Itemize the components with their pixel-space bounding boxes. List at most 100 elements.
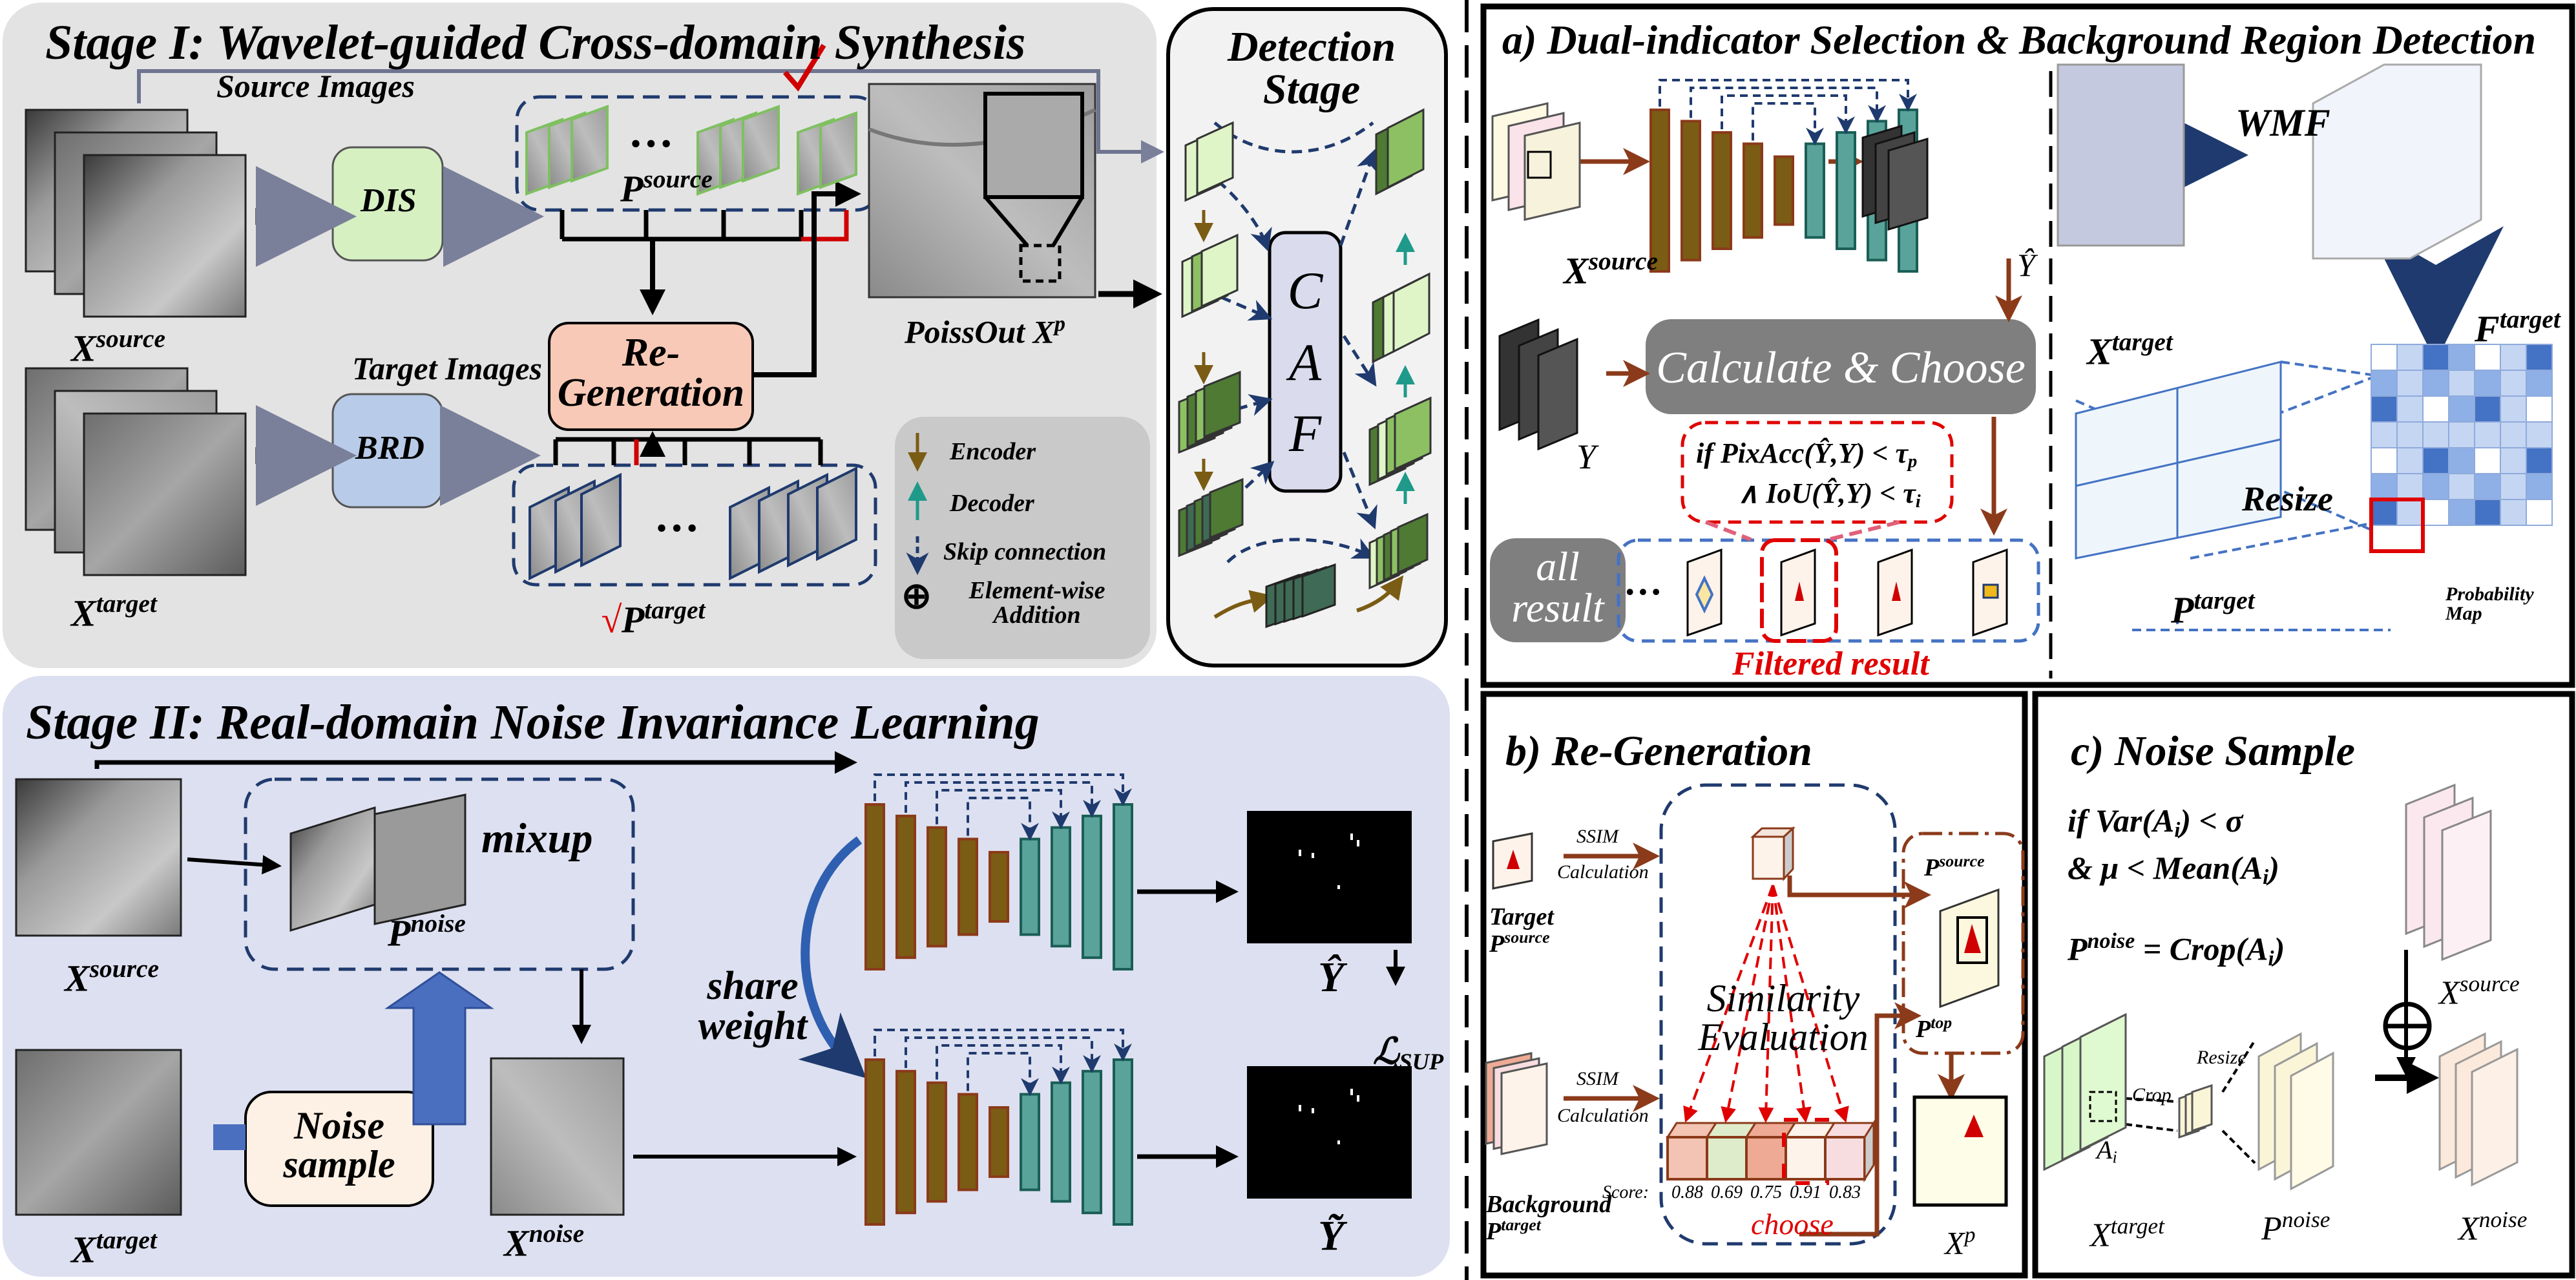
- similarity-ray: [1772, 885, 1812, 1123]
- probability-map-cell: [2474, 447, 2501, 474]
- b-background-stack: [1485, 1052, 1548, 1155]
- p-target-grid: [2075, 361, 2282, 560]
- unet-bottom: [864, 1029, 1133, 1226]
- score-value: 0.91: [1790, 1182, 1821, 1202]
- p-target-patch: [580, 472, 622, 568]
- ssim-label-1: SSIM: [1576, 826, 1618, 847]
- score-cell: [1706, 1136, 1748, 1180]
- probability-map-cell: [2371, 421, 2398, 448]
- decoder-feature-4: [1368, 512, 1429, 590]
- probability-map-cell: [2474, 395, 2501, 423]
- x-source-label: Xsource: [71, 324, 166, 370]
- b-p-top-box: [1956, 916, 1988, 964]
- b-target-mark: [1507, 850, 1520, 869]
- probability-map-cell: [2396, 344, 2424, 371]
- y-hat-label: Ŷ: [1318, 954, 1345, 1001]
- all-result-box: [1490, 538, 1626, 642]
- decoder-feature-3: [1368, 396, 1432, 487]
- probability-map-highlight: [2369, 498, 2425, 553]
- encoder-feature-3: [1178, 370, 1241, 454]
- y-tilde-label: Ỹ: [1318, 1212, 1345, 1259]
- probability-map-cell: [2474, 473, 2501, 500]
- probability-map: [2369, 344, 2553, 553]
- s2-target-image: [15, 1049, 182, 1216]
- bottleneck-feature: [1265, 563, 1336, 629]
- a-i-label: Ai: [2097, 1135, 2117, 1167]
- p-target-label: √Ptarget: [601, 596, 706, 641]
- legend-add-icon: ⊕: [901, 576, 932, 616]
- choose-label: choose: [1751, 1208, 1834, 1241]
- probability-map-cell: [2422, 395, 2449, 423]
- condition-line2: ∧ IoU(Ŷ,Y) < τi: [1738, 477, 1921, 512]
- probability-map-cell: [2448, 447, 2475, 474]
- probability-map-cell: [2500, 447, 2527, 474]
- xp-target-icon: [1964, 1115, 1984, 1137]
- probability-map-cell: [2371, 473, 2398, 500]
- probability-map-cell: [2396, 447, 2424, 474]
- formula-2: & μ < Mean(Ai): [2068, 850, 2279, 890]
- stage2-arrows: [94, 751, 1405, 1168]
- x-target-label: Xtarget: [71, 589, 157, 635]
- probability-map-cell: [2448, 499, 2475, 526]
- loss-label: ℒSUP: [1373, 1032, 1444, 1075]
- probability-map-cell: [2448, 370, 2475, 397]
- p-source-dashdot-box: [1901, 832, 2025, 1055]
- encoder-feature-2: [1181, 233, 1239, 319]
- wmf-label: WMF: [2236, 101, 2330, 144]
- decoder-feature-2: [1372, 272, 1430, 364]
- output-y-tilde: [1247, 1066, 1412, 1199]
- blue-up-arrow-icon: [384, 971, 494, 1126]
- probability-map-cell: [2526, 499, 2553, 526]
- output-targets: [1299, 834, 1359, 1144]
- calc-label-2: Calculation: [1557, 1105, 1649, 1126]
- encoder-feature-4: [1178, 477, 1244, 558]
- panel-c-arrows: [2125, 950, 2439, 1164]
- panel-a-title: a) Dual-indicator Selection & Background…: [1502, 17, 2537, 63]
- b-p-top-label: Ptop: [1916, 1013, 1953, 1044]
- dis-label: DIS: [361, 182, 417, 219]
- probability-map-cell: [2474, 421, 2501, 448]
- b-xp-label: Xp: [1945, 1223, 1976, 1261]
- score-cell: [1824, 1136, 1866, 1180]
- probability-map-cell: [2422, 447, 2449, 474]
- b-p-source-label: Psource: [1924, 852, 1985, 882]
- probability-map-cell: [2526, 421, 2553, 448]
- a-source-box: [1527, 151, 1552, 179]
- ssim-label-2: SSIM: [1576, 1068, 1618, 1089]
- detection-arrows: [1194, 121, 1415, 619]
- score-bar: [1666, 1118, 1876, 1185]
- output-y-hat: [1247, 811, 1412, 943]
- probability-map-cell: [2422, 421, 2449, 448]
- x-target-plane: [2057, 63, 2185, 247]
- p-source-patch: [571, 105, 609, 183]
- a-p-target-label: Ptarget: [2171, 586, 2255, 631]
- probability-map-cell: [2448, 473, 2475, 500]
- result-mark-filtered: [1795, 582, 1804, 601]
- p-source-box: [515, 95, 881, 212]
- small-cube: [1750, 826, 1796, 881]
- xp-box: [1912, 1095, 2008, 1207]
- probability-map-cell: [2371, 370, 2398, 397]
- c-x-source-label: Xsource: [2439, 970, 2520, 1012]
- unet-top: [864, 773, 1133, 970]
- source-image-stack: [25, 109, 247, 318]
- filtered-result-label: Filtered result: [1732, 645, 1929, 682]
- a-x-target-label: Xtarget: [2087, 328, 2173, 373]
- score-bar-side: [1863, 1119, 1875, 1183]
- panel-c-title: c) Noise Sample: [2071, 728, 2355, 775]
- probability-map-cell: [2396, 473, 2424, 500]
- score-value: 0.75: [1750, 1182, 1782, 1202]
- caf-box: [1268, 231, 1343, 493]
- probability-map-cell: [2500, 344, 2527, 371]
- result-mark-diamond: [1695, 575, 1714, 614]
- stage1-arrows: [137, 43, 1164, 506]
- legend-encoder: Encoder: [950, 438, 1036, 465]
- source-images-label: Source Images: [216, 68, 415, 104]
